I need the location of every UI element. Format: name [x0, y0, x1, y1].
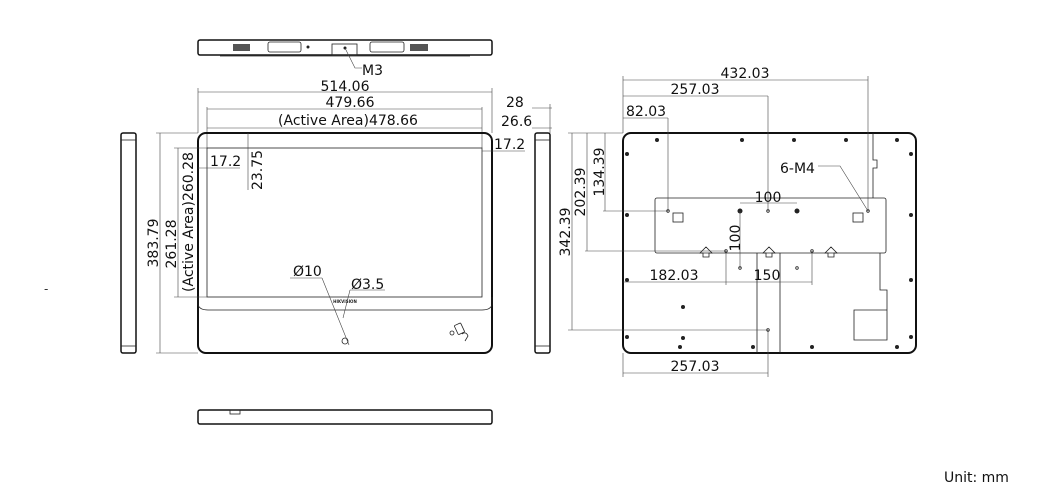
- hole-diameter-dim: Ø3.5: [351, 277, 384, 293]
- rear-center-offset-dim: 257.03: [671, 82, 720, 98]
- depth-body-dim: 26.6: [501, 114, 532, 130]
- rear-mid-height-dim: 202.39: [573, 168, 589, 217]
- speaker-grille-left: [233, 44, 250, 51]
- right-bezel-dim: 17.2: [494, 137, 525, 153]
- rear-top-height-dim: 134.39: [592, 148, 608, 197]
- bottom-view: [197, 409, 493, 425]
- overall-width-dim: 514.06: [321, 79, 370, 95]
- top-bezel-dim: 23.75: [250, 150, 266, 190]
- side-view-left: [120, 132, 137, 354]
- side-view-right: [534, 132, 551, 354]
- active-width-dim: (Active Area)478.66: [278, 113, 418, 129]
- rear-total-height-dim: 342.39: [558, 208, 574, 257]
- overall-height-dim: 383.79: [146, 219, 162, 268]
- bottom-left-offset-dim: 182.03: [650, 268, 699, 284]
- rear-total-width-dim: 432.03: [721, 66, 770, 82]
- rear-view: 432.03 257.03 82.03 6-M4 100 100 182.03 …: [558, 66, 917, 377]
- depth-total-dim: 28: [506, 95, 524, 111]
- unit-label: Unit: mm: [944, 470, 1009, 486]
- m3-label: M3: [362, 63, 383, 79]
- rear-left-offset-dim: 82.03: [626, 104, 666, 120]
- screen-height-dim: 261.28: [164, 220, 180, 269]
- left-bezel-dim: 17.2: [210, 154, 241, 170]
- stray-mark: -: [44, 282, 49, 296]
- nfc-icon: [449, 322, 469, 342]
- top-view: M3: [197, 39, 493, 79]
- speaker-grille-right: [410, 44, 428, 51]
- button-diameter-dim: Ø10: [293, 264, 322, 280]
- screen-width-dim: 479.66: [326, 95, 375, 111]
- active-height-dim: (Active Area)260.28: [181, 152, 197, 292]
- front-view: 514.06 479.66 (Active Area)478.66 HIKVIS…: [146, 79, 552, 354]
- bottom-spacing-dim: 150: [754, 268, 781, 284]
- vesa-horizontal-dim: 100: [755, 190, 782, 206]
- screw-spec-label: 6-M4: [780, 161, 815, 177]
- brand-logo: HIKVISION: [333, 299, 357, 304]
- bottom-offset-dim: 257.03: [671, 359, 720, 375]
- vesa-vertical-dim: 100: [728, 225, 744, 252]
